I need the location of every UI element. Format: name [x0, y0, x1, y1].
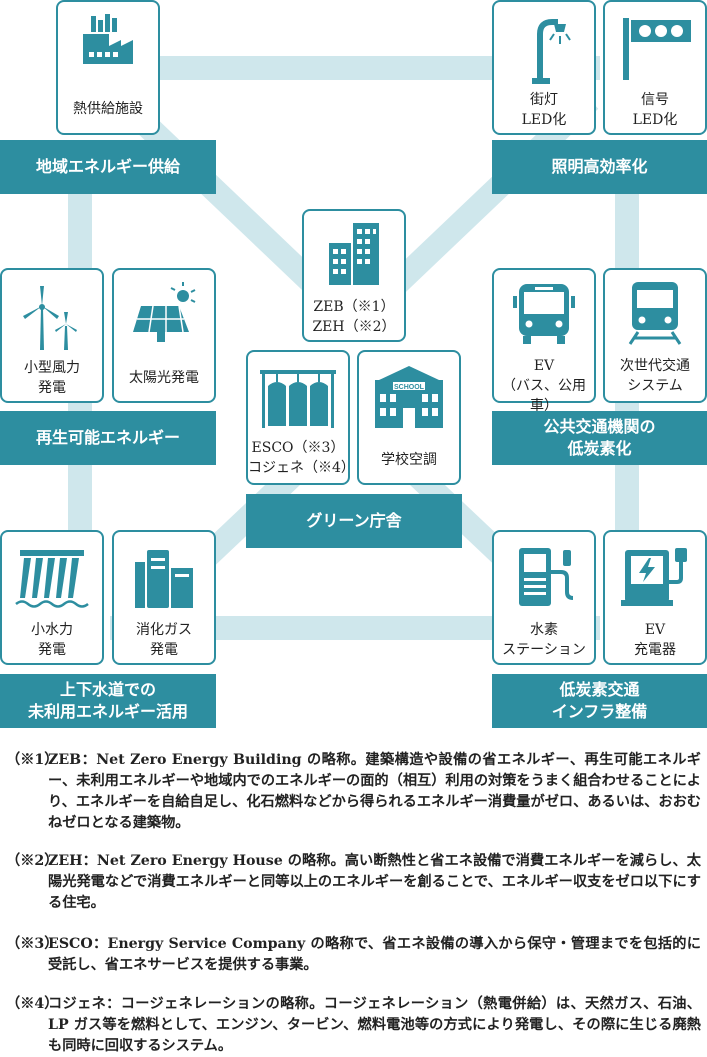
footnote-mark: （※4） — [6, 996, 59, 1012]
small-hydro-label: 小水力 発電 — [31, 622, 73, 658]
streetlight-label: 街灯 LED化 — [521, 92, 567, 128]
digestion-gas-label: 消化ガス 発電 — [136, 622, 192, 658]
card-streetlight-led: 街灯 LED化 — [492, 0, 596, 135]
next-gen-transit-label: 次世代交通 システム — [620, 358, 690, 394]
card-small-wind: 小型風力 発電 — [0, 268, 104, 403]
card-signal-led: 信号 LED化 — [603, 0, 707, 135]
ev-charger-icon — [621, 548, 687, 606]
signal-label: 信号 LED化 — [632, 92, 678, 128]
school-sign: SCHOOL — [394, 384, 425, 391]
train-icon — [628, 282, 682, 345]
wind-turbine-icon — [23, 286, 77, 350]
card-hydrogen-station: 水素 ステーション — [492, 530, 596, 665]
hydrogen-pump-icon — [519, 548, 574, 606]
card-solar: 太陽光発電 — [112, 268, 216, 403]
small-wind-label: 小型風力 発電 — [24, 360, 80, 396]
streetlight-icon — [532, 19, 571, 84]
card-ev-charger: EV 充電器 — [603, 530, 707, 665]
card-school-ac: SCHOOL 学校空調 — [357, 350, 461, 485]
card-digestion-gas: 消化ガス 発電 — [112, 530, 216, 665]
banner-regional-energy: 地域エネルギー供給 — [0, 140, 216, 194]
solar-label: 太陽光発電 — [129, 370, 199, 386]
footnote-mark: （※3） — [6, 936, 59, 952]
factory-icon — [83, 14, 133, 64]
footnote-text: ESCO：Energy Service Company の略称で、省エネ設備の導… — [48, 936, 701, 973]
school-ac-label: 学校空調 — [381, 452, 437, 468]
esco-label: ESCO（※3） コジェネ（※4） — [248, 440, 355, 476]
footnote-mark: （※2） — [6, 853, 59, 869]
banner-low-carbon-transport: 低炭素交通 インフラ整備 — [492, 674, 707, 728]
heat-supply-label: 熱供給施設 — [73, 101, 143, 117]
hydro-dam-icon — [15, 550, 89, 608]
card-small-hydro: 小水力 発電 — [0, 530, 104, 665]
school-building-icon: SCHOOL — [375, 366, 443, 428]
traffic-signal-icon — [623, 18, 691, 80]
banner-public-transit: 公共交通機関の 低炭素化 — [492, 411, 707, 465]
footnote-text: ZEH：Net Zero Energy House の略称。高い断熱性と省エネ設… — [48, 853, 701, 911]
ev-bus-label: EV （バス、公用車） — [502, 358, 586, 414]
building-icon — [329, 223, 379, 285]
storage-tanks-icon — [260, 370, 336, 428]
footnote-mark: （※1） — [6, 752, 59, 768]
gas-plant-icon — [135, 550, 193, 608]
footnote-text: ZEB：Net Zero Energy Building の略称。建築構造や設備… — [48, 752, 701, 831]
footnote-text: コジェネ：コージェネレーションの略称。コージェネレーション（熱電併給）は、天然ガ… — [48, 996, 701, 1054]
ev-charger-label: EV 充電器 — [634, 622, 676, 658]
bus-icon — [513, 284, 575, 344]
banner-lighting: 照明高効率化 — [492, 140, 707, 194]
hydrogen-station-label: 水素 ステーション — [502, 622, 586, 658]
card-heat-supply: 熱供給施設 — [56, 0, 160, 135]
banner-sewage-energy: 上下水道での 未利用エネルギー活用 — [0, 674, 216, 728]
banner-renewable: 再生可能エネルギー — [0, 411, 216, 465]
zeb-zeh-label: ZEB（※1） ZEH（※2） — [312, 299, 396, 335]
card-next-gen-transit: 次世代交通 システム — [603, 268, 707, 403]
card-ev-bus: EV （バス、公用車） — [492, 268, 596, 414]
solar-panel-icon — [133, 282, 196, 342]
card-esco-cogeneration: ESCO（※3） コジェネ（※4） — [246, 350, 355, 485]
banner-green-office: グリーン庁舎 — [246, 494, 462, 548]
card-zeb-zeh: ZEB（※1） ZEH（※2） — [302, 209, 406, 342]
